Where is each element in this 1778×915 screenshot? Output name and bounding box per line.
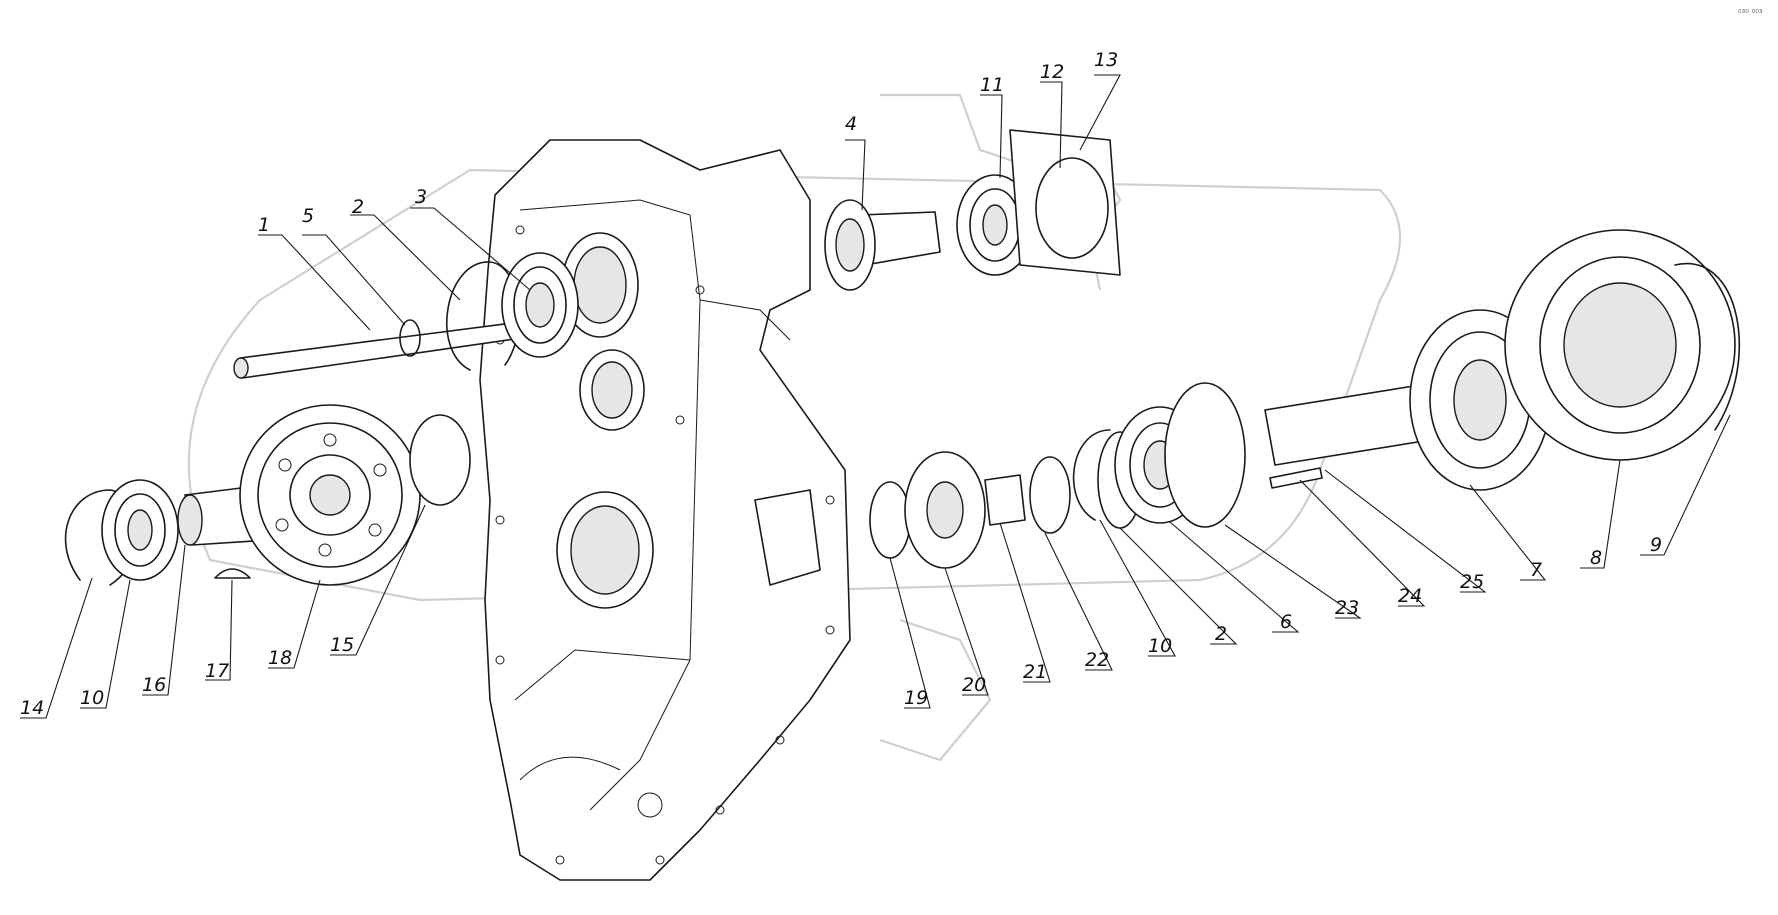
callout-3: 3 <box>415 186 427 208</box>
callout-10: 10 <box>80 687 104 709</box>
callout-13: 13 <box>1094 49 1118 71</box>
circlip-9 <box>1674 262 1741 431</box>
key-17 <box>214 568 251 579</box>
bearing-11 <box>956 174 1034 276</box>
gear-20 <box>904 451 986 569</box>
gear-hub-21 <box>984 474 1026 526</box>
callout-6: 6 <box>1280 611 1292 633</box>
callout-labels: 1 5 2 3 4 11 12 13 14 10 16 17 18 15 19 … <box>20 49 1662 719</box>
callout-1: 1 <box>258 214 270 236</box>
callout-17: 17 <box>205 660 229 682</box>
callout-10b: 10 <box>1148 635 1172 657</box>
ring-19 <box>869 481 911 559</box>
callout-18: 18 <box>268 647 292 669</box>
callout-21: 21 <box>1023 661 1047 683</box>
bearing-3 <box>501 252 579 358</box>
callout-7: 7 <box>1530 559 1542 581</box>
callout-4: 4 <box>845 113 857 135</box>
bolt-24 <box>1269 467 1323 489</box>
callout-12: 12 <box>1040 61 1064 83</box>
gearbox-housing <box>479 139 851 881</box>
ring-22 <box>1029 456 1071 534</box>
callout-15: 15 <box>330 634 354 656</box>
circlip-10-right <box>1072 429 1111 521</box>
gear-shaft-4 <box>824 199 941 291</box>
callout-16: 16 <box>142 674 166 696</box>
callout-8: 8 <box>1590 547 1602 569</box>
bearing-10-left <box>101 479 179 581</box>
seal-23 <box>1164 382 1246 528</box>
callout-5: 5 <box>302 205 314 227</box>
callout-9: 9 <box>1650 534 1662 556</box>
spline-shaft-25 <box>1264 384 1431 466</box>
flange-plate-13 <box>1009 129 1121 276</box>
callout-23: 23 <box>1335 597 1359 619</box>
bearing-15 <box>409 414 471 506</box>
callout-14: 14 <box>20 697 44 719</box>
callout-22: 22 <box>1085 649 1109 671</box>
callout-20: 20 <box>962 674 986 696</box>
callout-25: 25 <box>1460 571 1484 593</box>
gear-18 <box>239 404 421 586</box>
shaft-1 <box>233 321 523 379</box>
callout-11: 11 <box>980 74 1004 96</box>
callout-19: 19 <box>904 687 928 709</box>
ring-5 <box>399 319 421 357</box>
ring-gear-8 <box>1504 229 1736 461</box>
corner-mark: ⁰³⁰ ⁰⁰³ <box>1738 9 1763 19</box>
callout-2b: 2 <box>1215 623 1227 645</box>
callout-24: 24 <box>1398 585 1422 607</box>
leader-lines <box>20 74 1731 719</box>
callout-2: 2 <box>352 196 364 218</box>
